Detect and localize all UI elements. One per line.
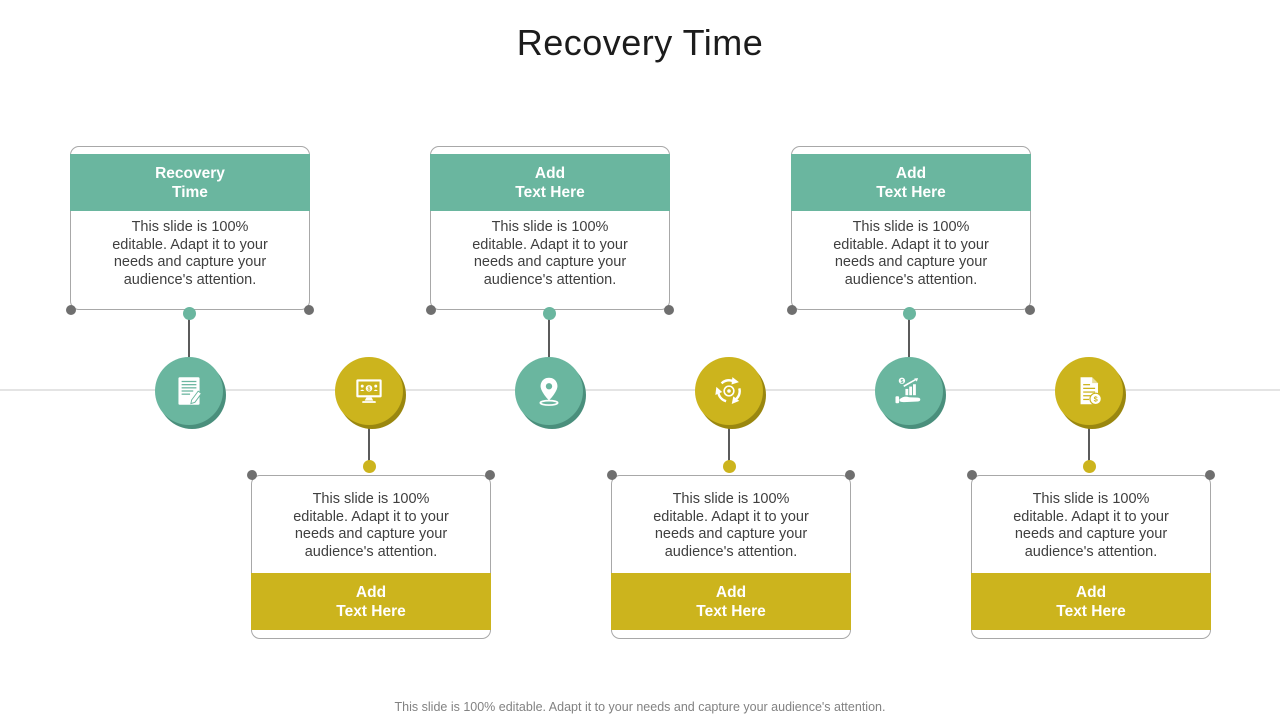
card-body-text: This slide is 100% editable. Adapt it to… — [1013, 491, 1169, 560]
location-pin-icon — [539, 377, 559, 406]
corner-dot — [247, 470, 257, 480]
card-header-band: Add Text Here — [971, 573, 1211, 630]
connector-line — [368, 424, 370, 461]
connector-line — [728, 424, 730, 461]
bottom-card-1[interactable]: This slide is 100% editable. Adapt it to… — [247, 470, 495, 639]
timeline-node-3[interactable] — [515, 357, 583, 425]
card-header-band: Add Text Here — [611, 573, 851, 630]
card-body-text: This slide is 100% editable. Adapt it to… — [833, 219, 989, 288]
process-cycle-gear-icon — [710, 375, 746, 408]
card-header-band: Recovery Time — [70, 154, 310, 211]
svg-text:$: $ — [900, 379, 903, 385]
corner-dot — [787, 305, 797, 315]
corner-dot — [1205, 470, 1215, 480]
corner-dot — [607, 470, 617, 480]
corner-dot — [485, 470, 495, 480]
hand-profit-chart-icon: $ — [895, 377, 921, 404]
connector-dot — [722, 460, 736, 473]
bottom-card-2[interactable]: This slide is 100% editable. Adapt it to… — [607, 470, 855, 639]
card-header-band: Add Text Here — [430, 154, 670, 211]
timeline-axis-line — [0, 389, 1280, 391]
connector-line — [908, 317, 910, 357]
page-title: Recovery Time — [516, 22, 764, 63]
connector-dot — [362, 460, 376, 473]
connector-dot — [1082, 460, 1096, 473]
footer-note: This slide is 100% editable. Adapt it to… — [394, 700, 886, 714]
connector-dot — [542, 307, 556, 320]
connector-line — [1088, 424, 1090, 461]
top-card-1[interactable]: Recovery Time This slide is 100% editabl… — [66, 146, 314, 315]
corner-dot — [664, 305, 674, 315]
corner-dot — [845, 470, 855, 480]
timeline-node-1[interactable] — [155, 357, 223, 425]
document-coin-icon: $ — [1080, 377, 1102, 406]
connector-line — [188, 317, 190, 357]
corner-dot — [1025, 305, 1035, 315]
timeline-node-4[interactable] — [695, 357, 763, 425]
card-body-text: This slide is 100% editable. Adapt it to… — [293, 491, 449, 560]
top-card-3[interactable]: Add Text Here This slide is 100% editabl… — [787, 146, 1035, 315]
connector-dot — [902, 307, 916, 320]
connector-dot — [182, 307, 196, 320]
note-edit-icon — [178, 377, 203, 405]
corner-dot — [967, 470, 977, 480]
svg-text:$: $ — [1094, 395, 1098, 404]
card-header-band: Add Text Here — [791, 154, 1031, 211]
card-body-text: This slide is 100% editable. Adapt it to… — [653, 491, 809, 560]
corner-dot — [304, 305, 314, 315]
corner-dot — [426, 305, 436, 315]
corner-dot — [66, 305, 76, 315]
timeline-node-2[interactable]: $ — [335, 357, 403, 425]
card-body-text: This slide is 100% editable. Adapt it to… — [472, 219, 628, 288]
timeline-node-5[interactable]: $ — [875, 357, 943, 425]
monitor-growth-icon: $ — [356, 379, 382, 403]
card-header-band: Add Text Here — [251, 573, 491, 630]
card-body-text: This slide is 100% editable. Adapt it to… — [112, 219, 268, 288]
svg-text:$: $ — [368, 386, 371, 392]
connector-line — [548, 317, 550, 357]
bottom-card-3[interactable]: This slide is 100% editable. Adapt it to… — [967, 470, 1215, 639]
top-card-2[interactable]: Add Text Here This slide is 100% editabl… — [426, 146, 674, 315]
timeline-node-6[interactable]: $ — [1055, 357, 1123, 425]
